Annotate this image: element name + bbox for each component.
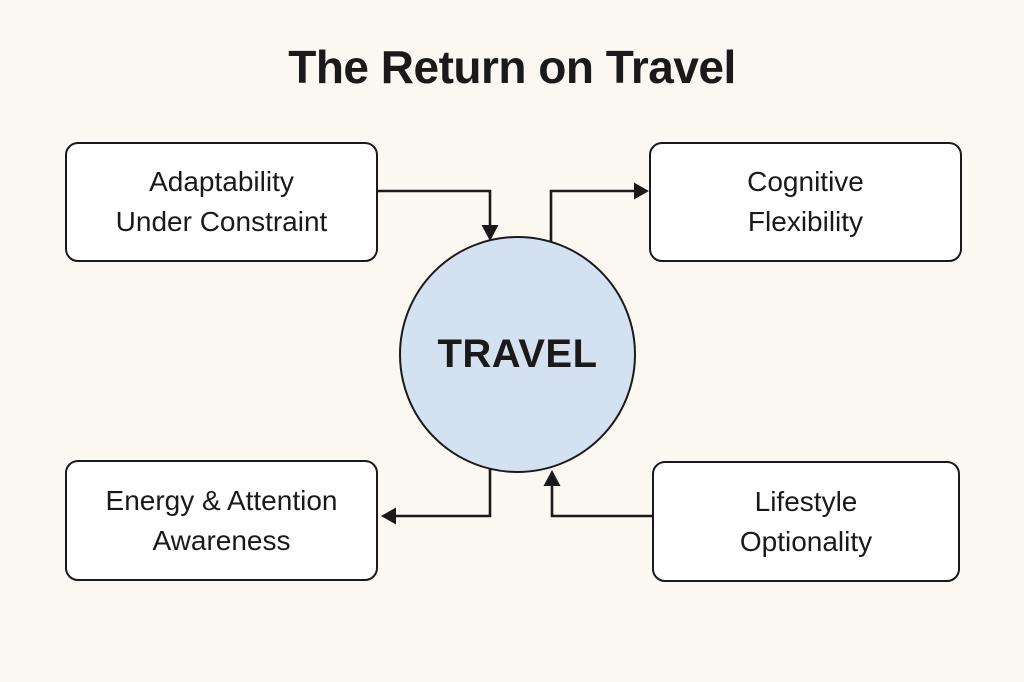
node-cognitive-flexibility: Cognitive Flexibility (649, 142, 962, 262)
node-label-line: Optionality (739, 525, 873, 557)
arrowhead-down-icon (481, 225, 499, 241)
arrowhead-right-icon (634, 182, 649, 200)
diagram-title: The Return on Travel (288, 41, 736, 93)
travel-label: TRAVEL (437, 332, 598, 376)
arrowhead-up-icon (543, 470, 561, 486)
node-label-line: Lifestyle (754, 485, 858, 517)
travel-circle: TRAVEL (399, 236, 636, 473)
node-label-line: Adaptability (149, 166, 294, 197)
arrow-travel-to-energy (394, 468, 492, 518)
node-energy-attention-awareness: Energy & Attention Awareness (65, 460, 378, 581)
arrowhead-left-icon (381, 507, 396, 525)
arrow-adaptability-to-travel (378, 189, 492, 227)
node-adaptability-under-constraint: Adaptability Under Constraint (65, 142, 378, 262)
arrow-travel-to-cognitive (549, 189, 636, 243)
node-label-line: Energy & Attention (105, 484, 338, 516)
node-label-line: Awareness (152, 524, 291, 556)
node-lifestyle-optionality: Lifestyle Optionality (652, 461, 960, 582)
node-label-line: Cognitive (747, 166, 864, 197)
arrow-lifestyle-to-travel (550, 484, 652, 518)
node-label-line: Flexibility (747, 206, 864, 237)
node-label-line: Under Constraint (115, 206, 328, 237)
